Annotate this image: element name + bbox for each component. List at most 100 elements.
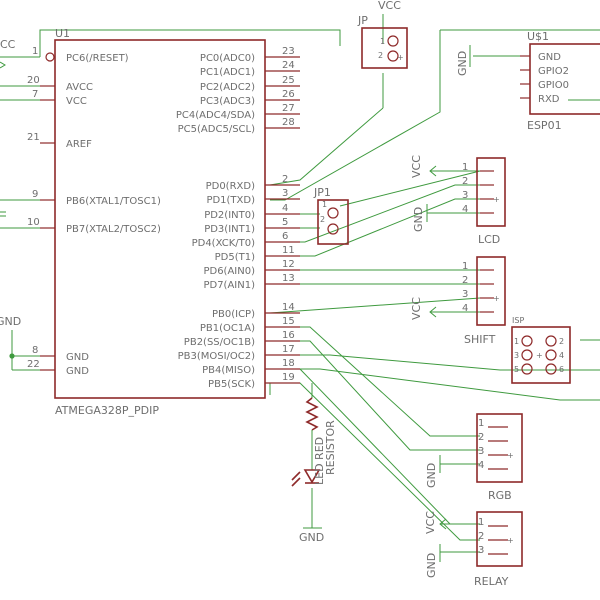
- connector-lcd: LCD 1 2 3 4 + VCC GND: [410, 155, 506, 246]
- led-triangle: [303, 469, 321, 484]
- net-label-lcd-vcc: VCC: [410, 155, 423, 178]
- wires: [0, 14, 600, 553]
- mcu-pin-num: 8: [32, 345, 38, 356]
- mcu-pin-label: PD6(AIN0): [203, 266, 255, 277]
- mcu-pin-num: 23: [282, 46, 295, 57]
- net-label-gnd-left: GND: [0, 315, 21, 328]
- mcu-pin-label: PC4(ADC4/SDA): [176, 110, 255, 121]
- mcu-atmega328p: U1 ATMEGA328P_PDIP: [45, 27, 266, 417]
- wire-pb3: [270, 354, 600, 371]
- mcu-pin-num: 21: [27, 132, 40, 143]
- rgb-pin: 1: [478, 418, 484, 429]
- mcu-pin-num: 1: [32, 46, 38, 57]
- mcu-pin-label: GND: [66, 352, 89, 363]
- mcu-pin-label: GND: [66, 366, 89, 377]
- jp1-ref: JP1: [313, 186, 331, 199]
- mcu-right-pins: 23PC0(ADC0)24PC1(ADC1)25PC2(ADC2)26PC3(A…: [176, 46, 300, 390]
- led-ray-1: [291, 477, 301, 487]
- relay-vcc-arrow: [439, 518, 447, 530]
- relay-pin: 3: [478, 545, 484, 556]
- mcu-pin-label: AREF: [66, 139, 92, 150]
- lcd-pin: 4: [462, 204, 468, 215]
- net-label-relay-vcc: VCC: [424, 511, 437, 534]
- esp-pin-label: RXD: [538, 94, 560, 105]
- lcd-pin: 3: [462, 190, 468, 201]
- mcu-pin-num: 4: [282, 203, 288, 214]
- isp-pin: 6: [559, 365, 564, 374]
- mcu-pin-label: PD3(INT1): [204, 224, 255, 235]
- mcu-pin-label: PC1(ADC1): [200, 67, 255, 78]
- mcu-pin-label: PD5(T1): [215, 252, 255, 263]
- mcu-pin-num: 20: [27, 75, 40, 86]
- resistor-and-led: RESISTOR LED RED GND: [291, 397, 337, 544]
- isp-pin: 5: [514, 365, 519, 374]
- svg-text:+: +: [493, 294, 500, 303]
- mcu-pin-num: 24: [282, 60, 295, 71]
- net-label-lcd-gnd: GND: [412, 207, 425, 232]
- resistor-zigzag: [305, 397, 319, 431]
- mcu-pin-label: PB3(MOSI/OC2): [178, 351, 256, 362]
- jumper-jp1: 1 2 JP1: [313, 186, 349, 245]
- isp-pin: 1: [514, 337, 519, 346]
- mcu-pin-num: 16: [282, 330, 295, 341]
- junction-gnd-left: [9, 353, 15, 359]
- wire-pb1: [270, 326, 480, 437]
- isp-pin: 2: [559, 337, 564, 346]
- shift-vcc-arrow: [429, 306, 437, 318]
- isp-name: ISP: [512, 316, 524, 325]
- mcu-pin-num: 5: [282, 217, 288, 228]
- shift-pin: 1: [462, 261, 468, 272]
- mcu-pin-label: PD7(AIN1): [203, 280, 255, 291]
- shift-pin: 2: [462, 275, 468, 286]
- wire-pb0: [269, 297, 481, 314]
- jp1-pin: 1: [322, 200, 327, 209]
- shift-pin: 3: [462, 289, 468, 300]
- jp-top-pin: 2: [378, 51, 383, 60]
- connector-rgb: RGB 1 2 3 4 + GND: [425, 413, 523, 502]
- mcu-pin-label: PB6(XTAL1/TOSC1): [66, 196, 161, 207]
- mcu-pin-label: PB2(SS/OC1B): [184, 337, 255, 348]
- wire-pb2: [270, 340, 480, 451]
- mcu-part: ATMEGA328P_PDIP: [55, 404, 159, 417]
- shift-name: SHIFT: [464, 333, 496, 346]
- mcu-pin-num: 11: [282, 245, 295, 256]
- mcu-left-pins: 1 PC6(/RESET) 20 AVCC 7 VCC 21 AREF 9 PB…: [27, 46, 161, 377]
- lcd-pin: 2: [462, 176, 468, 187]
- mcu-pin-label: PD2(INT0): [204, 210, 255, 221]
- led-ray-2: [291, 471, 301, 481]
- net-label-led-gnd: GND: [299, 531, 324, 544]
- rgb-pin: 4: [478, 460, 484, 471]
- net-label-vcc-left: CC: [0, 38, 16, 51]
- wire-jp-top-to-pd0: [269, 107, 384, 186]
- mcu-pin-label: AVCC: [66, 82, 93, 93]
- mcu-pin-label: PB0(ICP): [212, 309, 255, 320]
- mcu-pin-num: 12: [282, 259, 295, 270]
- svg-text:+: +: [536, 351, 543, 360]
- mcu-pin-num: 19: [282, 372, 295, 383]
- isp-pin: 3: [514, 351, 519, 360]
- mcu-pin-num: 28: [282, 117, 295, 128]
- mcu-pin-label: PD1(TXD): [206, 195, 255, 206]
- rgb-pin: 2: [478, 432, 484, 443]
- mcu-pin-label: PB5(SCK): [208, 379, 255, 390]
- net-label-relay-gnd: GND: [425, 553, 438, 578]
- mcu-pin-num: 7: [32, 89, 38, 100]
- mcu-pin-label: PC2(ADC2): [200, 82, 255, 93]
- wire-reset-up: [39, 29, 341, 57]
- module-esp01: U$1 ESP01 GND GPIO2 GPIO0 RXD GND: [456, 30, 600, 132]
- relay-pin: 2: [478, 531, 484, 542]
- mcu-pin-label: PC0(ADC0): [200, 53, 255, 64]
- wire-jp1-lcd: [339, 170, 481, 207]
- lcd-pin: 1: [462, 162, 468, 173]
- shift-pin: 4: [462, 303, 468, 314]
- rgb-pin: 3: [478, 446, 484, 457]
- mcu-pin-label: PB4(MISO): [202, 365, 255, 376]
- mcu-pin-label: PB1(OC1A): [200, 323, 255, 334]
- connector-relay: RELAY 1 2 3 + VCC GND: [424, 511, 523, 588]
- jp-top-plus: +: [397, 53, 404, 62]
- mcu-pin-num: 14: [282, 302, 295, 313]
- mcu-pin-label: PB7(XTAL2/TOSC2): [66, 224, 161, 235]
- mcu-pin-num: 13: [282, 273, 295, 284]
- esp-pin-label: GPIO2: [538, 66, 569, 77]
